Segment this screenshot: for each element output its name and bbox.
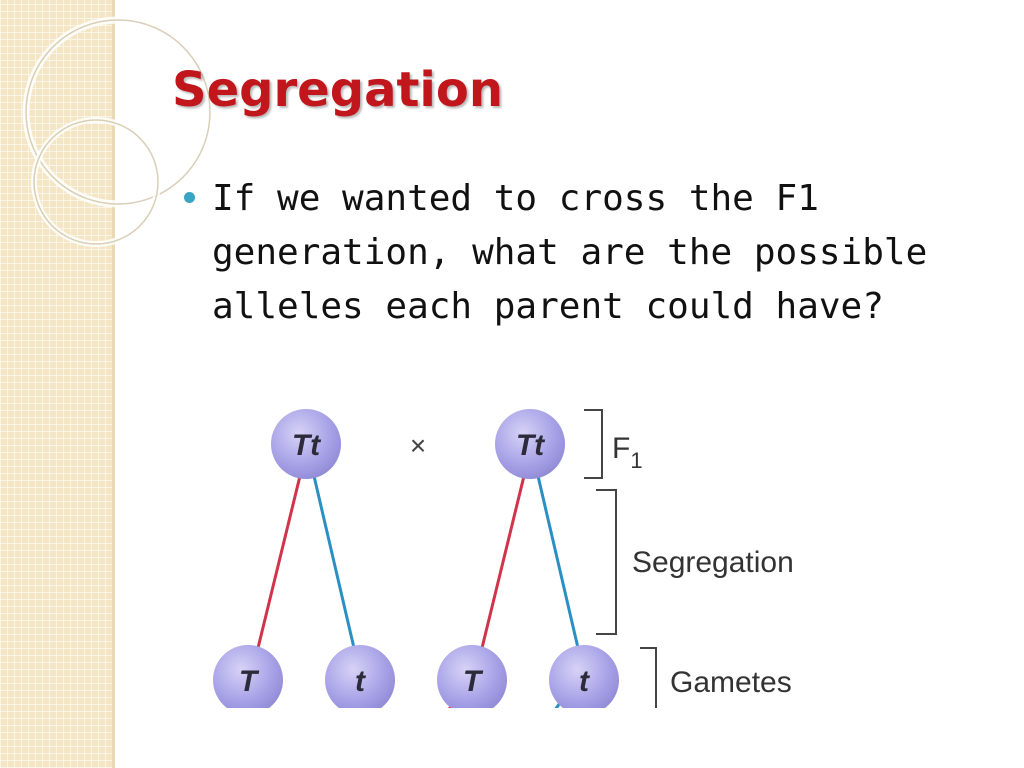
segregation-label: Segregation (632, 546, 794, 579)
parent-genotype-right: Tt (516, 429, 546, 462)
recessive-allele-line-left (312, 475, 356, 649)
deco-circle-large-outline (25, 19, 211, 205)
cross-symbol: × (410, 430, 426, 461)
dominant-allele-line-right (480, 475, 526, 649)
bracket-f1 (584, 409, 603, 479)
bracket-gametes (640, 647, 657, 708)
bullet-dot-icon (184, 192, 195, 203)
side-panel-edge (112, 0, 115, 768)
gamete-node: t (549, 645, 619, 708)
gametes-label: Gametes (670, 666, 792, 699)
gamete-node: T (213, 645, 283, 708)
parent-node-right: Tt (495, 409, 565, 479)
bullet-list: If we wanted to cross the F1 generation,… (184, 172, 954, 334)
gamete-allele: t (579, 665, 591, 698)
gamete-allele: T (463, 665, 484, 698)
bracket-segregation (596, 489, 617, 635)
gamete-allele: T (239, 665, 260, 698)
bullet-text: If we wanted to cross the F1 generation,… (212, 178, 928, 327)
parent-genotype-left: Tt (292, 429, 322, 462)
deco-circle-small-outline (33, 119, 159, 245)
decorative-side-panel (0, 0, 112, 768)
parent-node-left: Tt (271, 409, 341, 479)
recessive-allele-line-right (536, 475, 580, 649)
slide-title: Segregation (172, 62, 504, 118)
f1-label: F1 (612, 432, 643, 473)
dominant-allele-line-left (256, 475, 302, 649)
gamete-allele: t (355, 665, 367, 698)
gamete-node: T (437, 645, 507, 708)
bullet-item: If we wanted to cross the F1 generation,… (184, 172, 954, 334)
gamete-node: t (325, 645, 395, 708)
